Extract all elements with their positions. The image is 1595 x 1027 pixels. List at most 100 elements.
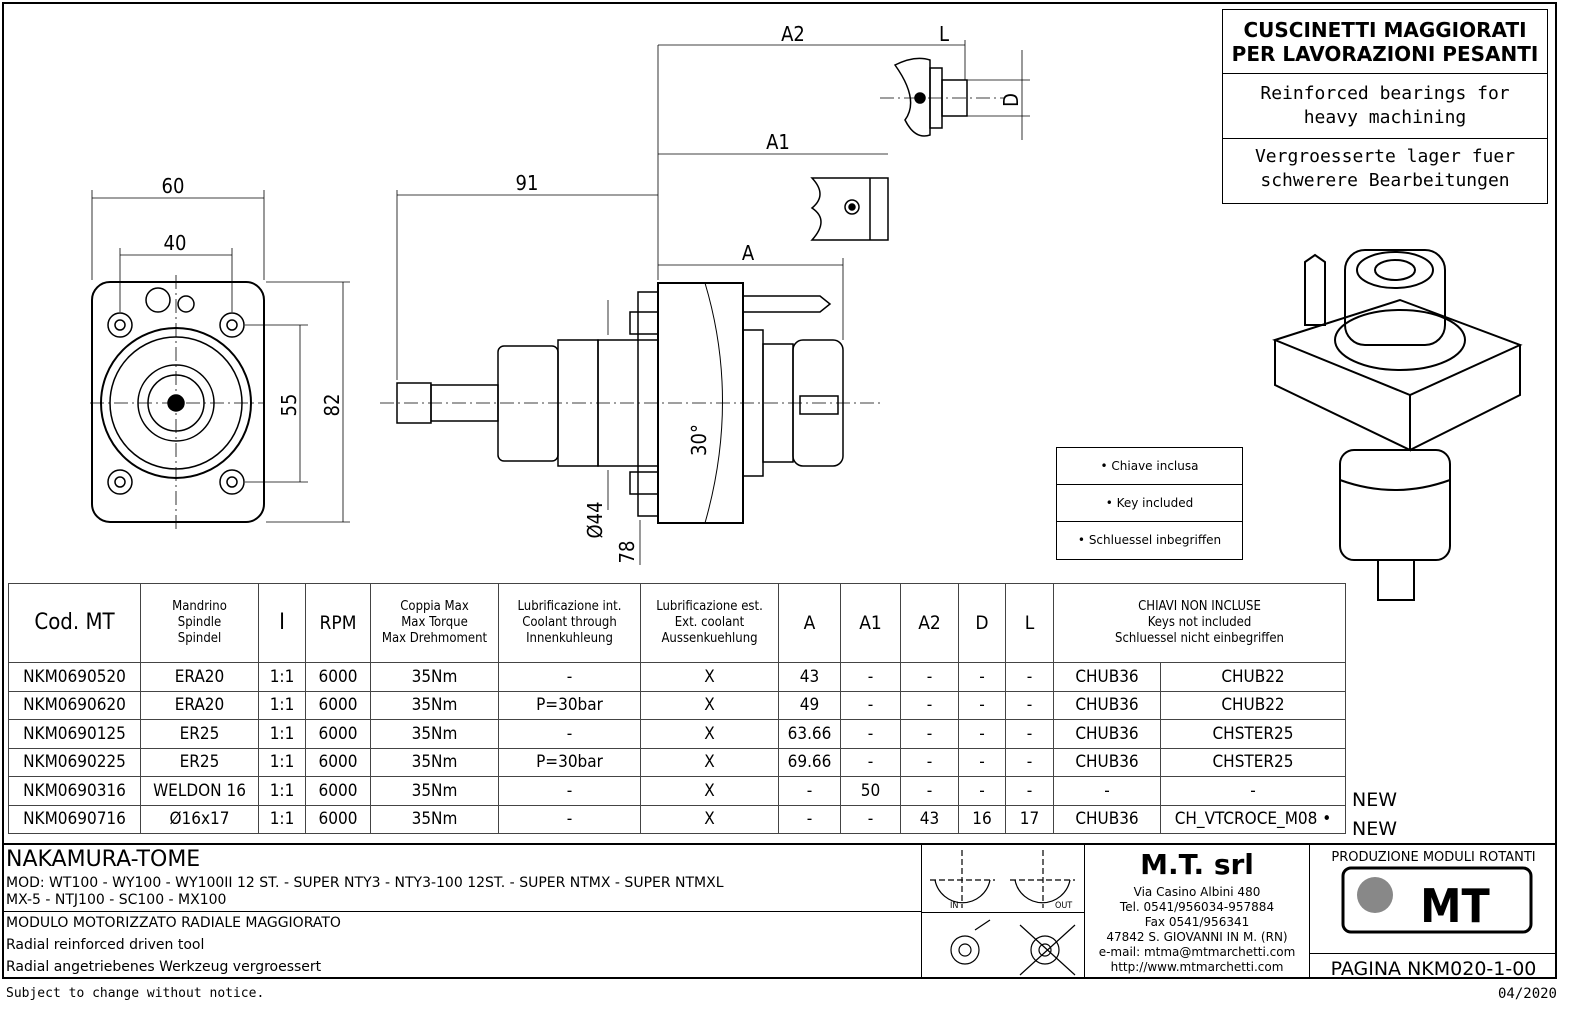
dim-60: 60 [162,174,185,198]
description-en: Radial reinforced driven tool [6,937,205,953]
machine-brand: NAKAMURA-TOME [6,847,201,872]
cell-a2: - [900,776,959,806]
cell-code: NKM0690520 [8,662,141,692]
cell-torque: 35Nm [370,747,499,777]
cell-torque: 35Nm [370,690,499,720]
cell-a1: - [840,804,901,834]
header-title-it-1: CUSCINETTI MAGGIORATI [1243,18,1527,42]
cell-a1: - [840,690,901,720]
dim-L: L [939,22,949,46]
cell-a2: - [900,690,959,720]
cell-cext: X [640,719,779,749]
page-number: PAGINA NKM020-1-00 [1330,958,1537,980]
cell-a: 49 [778,690,841,720]
header-title-de-2: schwerere Bearbeitungen [1260,170,1510,191]
cell-key2: CHSTER25 [1160,719,1346,749]
cell-code: NKM0690316 [8,776,141,806]
cell-key1: CHUB36 [1053,690,1161,720]
cell-l: - [1005,662,1054,692]
header-a: A [778,583,841,663]
header-box: CUSCINETTI MAGGIORATI PER LAVORAZIONI PE… [1222,9,1548,204]
cell-ratio: 1:1 [258,662,306,692]
cell-code: NKM0690620 [8,690,141,720]
cell-a: - [778,776,841,806]
cell-cint: - [498,804,641,834]
cell-a2: 43 [900,804,959,834]
mt-logo: MT [1341,866,1533,934]
header-l: L [1005,583,1054,663]
new-badge: NEW [1352,789,1398,812]
cell-a: 43 [778,662,841,692]
cell-l: - [1005,690,1054,720]
cell-cint: - [498,776,641,806]
cell-a2: - [900,719,959,749]
dim-A: A [742,241,755,265]
cell-ratio: 1:1 [258,719,306,749]
title-block-left: NAKAMURA-TOME MOD: WT100 - WY100 - WY100… [2,843,922,979]
cell-spindle: ER25 [140,719,259,749]
header-d: D [958,583,1006,663]
cell-l: 17 [1005,804,1054,834]
cell-rpm: 6000 [305,662,371,692]
cell-a: - [778,804,841,834]
header-title-en-1: Reinforced bearings for [1260,83,1510,104]
cell-torque: 35Nm [370,776,499,806]
cell-a2: - [900,747,959,777]
cell-code: NKM0690716 [8,804,141,834]
company-address-line: 47842 S. GIOVANNI IN M. (RN) [1106,930,1288,944]
cell-spindle: WELDON 16 [140,776,259,806]
dim-D: D [999,93,1023,107]
3d-render [1272,249,1523,601]
drawing-frame [2,2,1557,979]
cell-a: 69.66 [778,747,841,777]
cell-cext: X [640,662,779,692]
cell-key1: CHUB36 [1053,662,1161,692]
cell-key1: - [1053,776,1161,806]
dim-angle: 30° [687,424,711,456]
cell-a2: - [900,662,959,692]
cell-key1: CHUB36 [1053,719,1161,749]
dim-78: 78 [615,541,639,564]
company-address-line: Tel. 0541/956034-957884 [1119,900,1275,914]
cell-cint: - [498,719,641,749]
dim-82: 82 [320,394,344,417]
cell-a1: - [840,719,901,749]
cell-code: NKM0690125 [8,719,141,749]
cell-a1: - [840,747,901,777]
dim-A1: A1 [766,130,790,154]
cell-rpm: 6000 [305,776,371,806]
key-included-it: • Chiave inclusa [1057,448,1242,485]
cell-ratio: 1:1 [258,690,306,720]
dim-A2: A2 [781,22,805,46]
cell-key2: CH_VTCROCE_M08 • [1160,804,1346,834]
cell-d: - [958,690,1006,720]
header-code: Cod. MT [8,583,141,663]
header-title-it-2: PER LAVORAZIONI PESANTI [1231,42,1539,66]
company-address-line: http://www.mtmarchetti.com [1110,960,1284,974]
svg-text:MT: MT [1420,879,1490,933]
cell-rpm: 6000 [305,804,371,834]
key-included-en: • Key included [1057,485,1242,522]
cell-d: 16 [958,804,1006,834]
cell-key2: CHUB22 [1160,690,1346,720]
key-included-box: • Chiave inclusa • Key included • Schlue… [1056,447,1243,560]
dim-diameter: Ø44 [583,501,607,538]
side-view [380,44,965,565]
cell-a: 63.66 [778,719,841,749]
cell-ratio: 1:1 [258,804,306,834]
company-address-line: Fax 0541/956341 [1144,915,1250,929]
footer-date: 04/2020 [1497,986,1557,1002]
dim-55: 55 [277,394,301,417]
cell-cext: X [640,747,779,777]
cell-d: - [958,719,1006,749]
cell-spindle: ERA20 [140,662,259,692]
